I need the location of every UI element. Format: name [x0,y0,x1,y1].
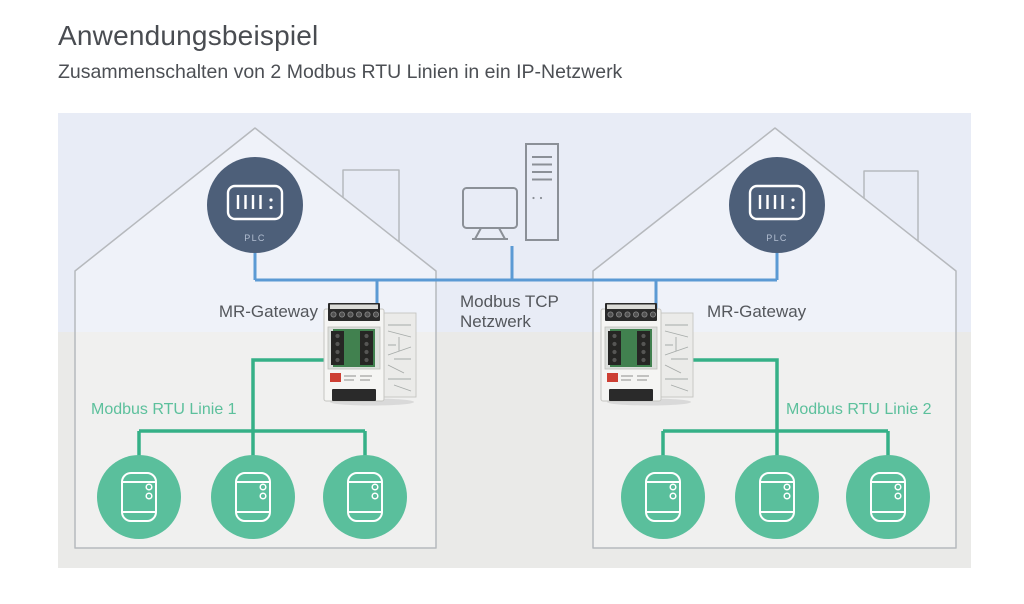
rtu-device-node [621,455,705,539]
left-gateway-label: MR-Gateway [218,302,318,321]
right-house-outline [592,127,957,549]
rtu-device-node [323,455,407,539]
rtu-device-node [97,455,181,539]
rtu-device-node [846,455,930,539]
rtu-line-2-label: Modbus RTU Linie 2 [786,401,932,418]
modbus-rtu-line-1-wiring [137,358,367,457]
page-title: Anwendungsbeispiel [58,20,319,51]
page-subtitle: Zusammenschalten von 2 Modbus RTU Linien… [58,61,623,83]
rtu-line-1-devices [97,455,407,539]
desktop-computer-icon [462,143,559,241]
modbus-rtu-zone-background [58,332,971,568]
modbus-tcp-network-label-line2: Netzwerk [460,312,531,331]
right-gateway-device-image [600,302,694,406]
left-plc-label: PLC [244,233,266,243]
left-house-chimney [342,169,400,242]
right-house-chimney [863,170,919,241]
left-house-outline [74,127,437,549]
modbus-rtu-line-2-wiring [661,358,890,457]
rtu-device-node [735,455,819,539]
rtu-device-node [211,455,295,539]
modbus-tcp-network-lines [253,246,779,309]
left-gateway-device-image [323,302,417,406]
modbus-tcp-network-label-line1: Modbus TCP [460,292,559,311]
modbus-tcp-network-label: Modbus TCP Netzwerk [460,292,559,332]
right-gateway-label: MR-Gateway [707,302,807,321]
right-plc-label: PLC [766,233,788,243]
rtu-line-2-devices [621,455,930,539]
rtu-line-1-label: Modbus RTU Linie 1 [91,401,237,418]
